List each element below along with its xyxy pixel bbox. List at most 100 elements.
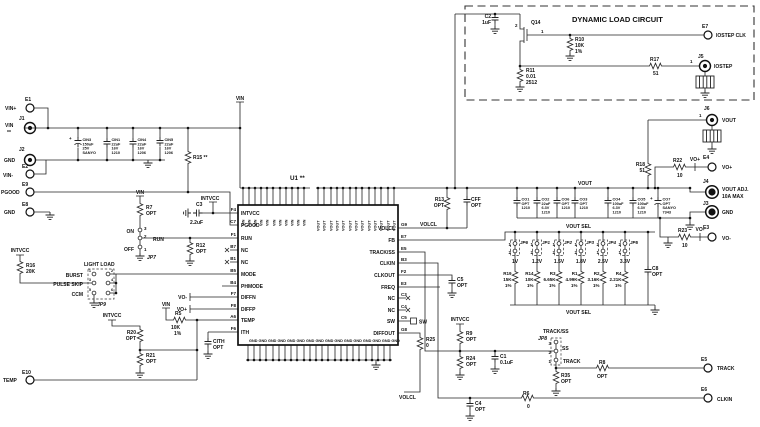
co7-plus: + — [650, 196, 653, 201]
intvcc-net-label: INTVCC — [103, 313, 122, 319]
r21-icon — [136, 351, 144, 367]
svg-text:1: 1 — [596, 250, 599, 255]
r22-icon — [672, 164, 686, 170]
q14-pin2: 2 — [515, 23, 518, 28]
sw-label: SW — [419, 320, 427, 326]
r35-val: OPT — [561, 379, 571, 385]
u1-pin-mode: MODE — [241, 272, 257, 278]
cin1-volt: 16V — [112, 147, 119, 151]
cin1-ref: CIN1 — [112, 138, 121, 142]
volcl-net-label: VOLCL — [399, 395, 416, 401]
vin-net-label: VIN — [162, 302, 171, 308]
svg-text:VIN: VIN — [254, 219, 258, 226]
u1-gnd-row: GND GND GND GND GND GND GND GND GND GND … — [249, 339, 400, 343]
jp9-pin1 — [91, 271, 97, 277]
cith-cap-icon — [204, 337, 212, 348]
svg-text:OPT: OPT — [562, 202, 570, 206]
r10-tol: 1% — [575, 49, 583, 55]
svg-text:VOUT: VOUT — [393, 220, 397, 231]
r12-icon — [186, 240, 194, 256]
jp9-pin5 — [91, 290, 97, 296]
u1-pin-run: RUN — [241, 236, 252, 242]
cin4-size: 1206 — [138, 151, 146, 155]
e4-ref: E4 — [703, 155, 709, 161]
u1-pin-clkin: CLKIN — [380, 261, 396, 267]
r13-val: OPT — [434, 203, 444, 209]
svg-text:1: 1 — [618, 250, 621, 255]
q14-pin1: 1 — [541, 29, 544, 34]
vo-minus-net-label: VO- — [696, 227, 705, 233]
u1-des-b5: B5 — [230, 268, 236, 273]
co6-cap-icon — [553, 196, 561, 207]
nc-icon — [224, 247, 230, 253]
u1-des-b1: B1 — [230, 256, 236, 261]
c1-cap-icon — [491, 352, 499, 363]
svg-text:1210: 1210 — [580, 206, 588, 210]
u1-pin-diffn: DIFFN — [241, 295, 256, 301]
svg-text:1210: 1210 — [542, 210, 550, 214]
u1-des-c4: C4 — [401, 304, 407, 309]
svg-text:6.3V: 6.3V — [638, 206, 646, 210]
jp9-num6: 6 — [111, 288, 113, 292]
svg-text:VIN: VIN — [297, 219, 301, 226]
vo-plus-net-label: VO+ — [690, 157, 700, 163]
j5-shield — [695, 75, 715, 89]
u1-des-g8: G8 — [401, 327, 408, 332]
c2-cap-icon — [491, 13, 499, 24]
j5-label: IOSTEP — [714, 64, 733, 70]
svg-text:1: 1 — [508, 242, 511, 247]
jp8-pin2 — [553, 348, 559, 354]
r5-tol: 1% — [174, 331, 182, 337]
e4-label: VO+ — [722, 165, 732, 171]
svg-text:VOUT: VOUT — [387, 220, 391, 231]
r23-icon — [677, 234, 691, 240]
e1-ref: E1 — [25, 97, 31, 103]
e3-ref: E3 — [703, 225, 709, 231]
j3-ref: J3 — [703, 201, 709, 207]
r12-ref: R12 — [196, 243, 205, 249]
off-label: OFF — [124, 247, 134, 253]
jp4-ref: JP4 — [608, 240, 617, 245]
r17-ref: R17 — [650, 57, 659, 63]
cin3-mfr: SANYO — [83, 151, 97, 155]
jp9-num4: 4 — [111, 278, 114, 282]
r13-ref: R13 — [435, 197, 444, 203]
r35-ref: R35 — [561, 373, 570, 379]
c5-val: OPT — [457, 283, 467, 289]
u1-des-b7: B7 — [230, 244, 236, 249]
cin5-volt: 16V — [165, 147, 172, 151]
j6-pin1: 1 — [699, 113, 702, 118]
r10-val: 10K — [575, 43, 585, 49]
jp9-pin3 — [91, 280, 97, 286]
r5-ref: R5 — [175, 311, 182, 317]
r11-val: 0.01 — [526, 74, 536, 80]
r24-ref: R24 — [466, 356, 475, 362]
cin4-ref: CIN4 — [138, 138, 148, 142]
svg-text:VOUT: VOUT — [330, 220, 334, 231]
svg-text:2: 2 — [574, 250, 577, 255]
r13-icon — [443, 195, 451, 211]
c3-cap-icon — [193, 210, 203, 217]
e5-ref: E5 — [701, 357, 707, 363]
jp9-num5: 5 — [89, 288, 91, 292]
ss-label: SS — [562, 346, 569, 352]
j3-label: GND — [722, 210, 734, 216]
co1-ref: CO1 — [522, 198, 530, 202]
j4-label2: 10A MAX — [722, 194, 744, 200]
r19-ref: R19 — [503, 271, 512, 276]
c2-val: 1uF — [482, 20, 491, 26]
r15-ref: R15 ** — [193, 155, 208, 161]
cin5-val: 22uF — [165, 142, 175, 146]
e9-terminal — [25, 187, 35, 197]
trackss-title: TRACK/SS — [543, 329, 569, 335]
e2-ref: E2 — [22, 164, 28, 170]
volcl-net-label: VOLCL — [420, 222, 437, 228]
u1-pin-diffout: DIFFOUT — [373, 331, 395, 337]
c4-val: OPT — [475, 407, 485, 413]
c8-cap-icon — [644, 265, 652, 276]
svg-text:2: 2 — [508, 250, 511, 255]
j1-note: ** — [7, 130, 11, 136]
q14-mosfet-icon — [523, 27, 528, 43]
svg-text:1%: 1% — [615, 283, 622, 288]
u1-pin-sw: SW — [387, 319, 395, 325]
